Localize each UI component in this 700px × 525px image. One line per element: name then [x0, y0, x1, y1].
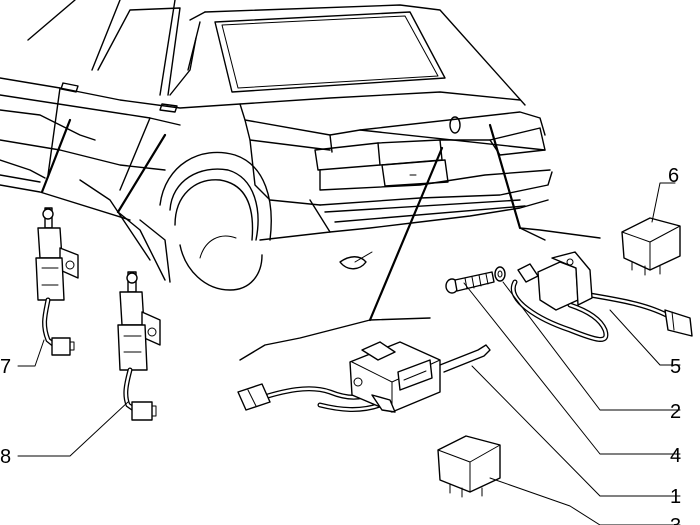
callout-leaders — [17, 182, 681, 525]
callout-1: 1 — [670, 486, 681, 508]
door-lock-actuator-8 — [117, 271, 161, 421]
callout-3: 3 — [670, 515, 681, 525]
callout-numbers: 6 7 8 5 2 4 1 3 — [0, 165, 681, 525]
washer-2 — [494, 266, 506, 282]
callout-2: 2 — [670, 401, 681, 423]
fuel-flap-actuator-5 — [510, 251, 693, 342]
callout-7: 7 — [0, 356, 11, 378]
callout-5: 5 — [670, 356, 681, 378]
boot-lock-actuator-1 — [237, 341, 491, 413]
relay-6 — [621, 217, 681, 276]
callout-4: 4 — [670, 445, 681, 467]
door-lock-actuator-7 — [35, 207, 79, 356]
bolt-4 — [445, 271, 495, 294]
callout-6: 6 — [668, 165, 679, 187]
relay-3 — [437, 435, 501, 498]
car-indicator-lines — [0, 118, 601, 361]
car-body-outline — [0, 0, 553, 291]
callout-8: 8 — [0, 446, 11, 468]
